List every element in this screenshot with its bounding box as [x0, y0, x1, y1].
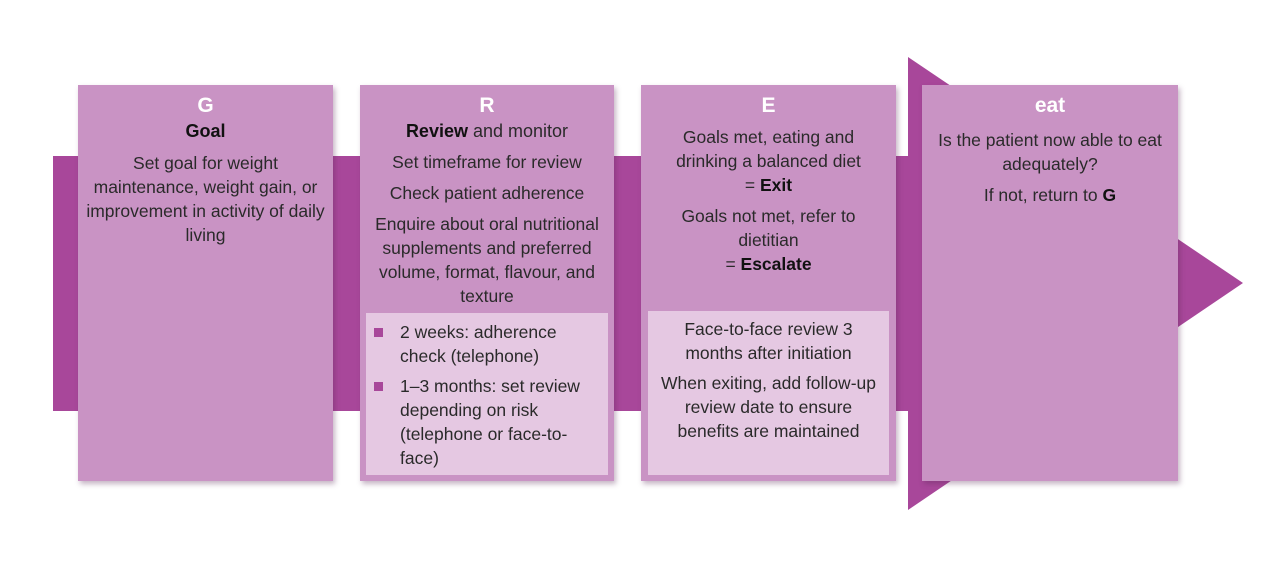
card-exit-text: Goals met, eating and drinking a balance…: [676, 127, 861, 195]
card-review-schedule-box: 2 weeks: adherence check (telephone) 1–3…: [366, 313, 608, 475]
card-goal-title: Goal: [185, 121, 226, 141]
card-review-letter: R: [479, 94, 495, 117]
card-eat-question: Is the patient now able to eat adequatel…: [938, 130, 1162, 174]
card-review-text-adherence: Check patient adherence: [389, 183, 585, 204]
card-goal-letter: G: [197, 94, 214, 117]
bullet-square-icon: [374, 328, 383, 337]
card-eat: eat Is the patient now able to eat adequ…: [922, 85, 1178, 481]
card-review-text-timeframe: Set timeframe for review: [392, 152, 582, 173]
card-exit-letter: E: [761, 94, 776, 117]
card-review: R Review and monitor Set timeframe for r…: [360, 85, 614, 481]
followup-review-text: Face-to-face review 3 months after initi…: [684, 319, 853, 363]
card-goal-text: Set goal for weight maintenance, weight …: [86, 153, 325, 246]
card-review-title: Review and monitor: [405, 121, 569, 141]
card-eat-return-text: If not, return to G: [983, 185, 1117, 205]
list-item: 1–3 months: set review depending on risk…: [366, 374, 602, 470]
card-exit-escalate: E Goals met, eating and drinking a balan…: [641, 85, 896, 481]
followup-exit-text: When exiting, add follow-up review date …: [661, 373, 876, 441]
bullet-square-icon: [374, 382, 383, 391]
list-item: 2 weeks: adherence check (telephone): [366, 320, 602, 368]
card-review-text-supplements: Enquire about oral nutritional supplemen…: [375, 214, 599, 307]
card-eat-letter: eat: [1034, 94, 1066, 117]
card-goal: G Goal Set goal for weight maintenance, …: [78, 85, 333, 481]
card-exit-followup-box: Face-to-face review 3 months after initi…: [648, 311, 889, 475]
card-escalate-text: Goals not met, refer to dietitian = Esca…: [681, 206, 856, 274]
